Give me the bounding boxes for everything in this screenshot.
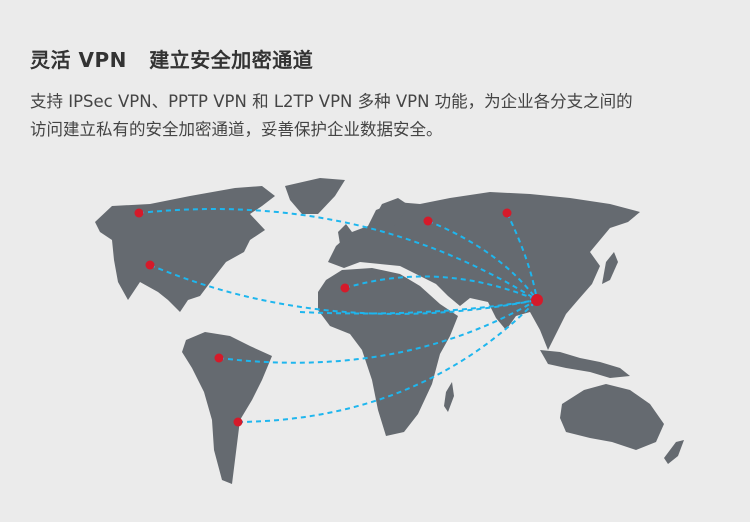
dashed-vpn-link (149, 264, 538, 315)
south-america (182, 332, 272, 484)
location-dot (145, 260, 155, 270)
greenland (285, 178, 345, 214)
united-kingdom (338, 224, 352, 244)
dashed-vpn-link (506, 212, 538, 301)
dashed-vpn-link (299, 299, 538, 315)
scandinavia (372, 198, 410, 234)
new-zealand (664, 440, 684, 464)
location-dot (134, 208, 144, 218)
description: 支持 IPSec VPN、PPTP VPN 和 L2TP VPN 多种 VPN … (30, 88, 730, 144)
description-line-1: 支持 IPSec VPN、PPTP VPN 和 L2TP VPN 多种 VPN … (30, 92, 633, 111)
australia (560, 384, 664, 450)
description-line-2: 访问建立私有的安全加密通道，妥善保护企业数据安全。 (30, 120, 443, 139)
page-title: 灵活 VPN 建立安全加密通道 (30, 48, 314, 72)
north-america (95, 186, 275, 312)
dashed-vpn-link (237, 299, 538, 423)
madagascar (444, 382, 454, 412)
japan (602, 252, 618, 284)
location-dot (502, 208, 512, 218)
location-dot (340, 283, 350, 293)
africa (318, 268, 458, 436)
location-nodes (134, 208, 543, 427)
hub-location-dot (531, 294, 543, 306)
southeast-asia-islands (540, 350, 630, 378)
dashed-vpn-link (218, 299, 538, 364)
world-map (95, 178, 684, 484)
location-dot (214, 353, 224, 363)
location-dot (233, 417, 243, 427)
dashed-vpn-link (138, 208, 538, 301)
dashed-vpn-link (427, 220, 538, 301)
vpn-links (138, 208, 538, 423)
continents (95, 178, 684, 484)
location-dot (423, 216, 433, 226)
